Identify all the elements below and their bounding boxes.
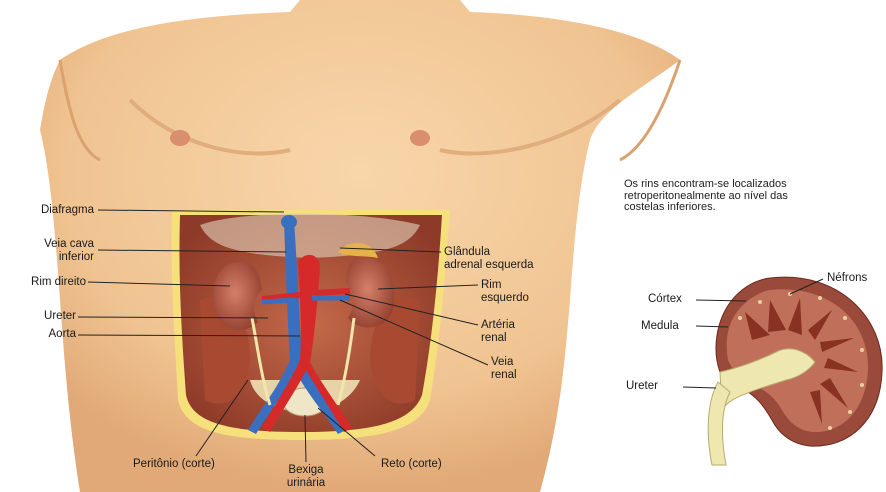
label-peritonio: Peritônio (corte) [133,458,215,471]
label-glandula-line2: adrenal esquerda [444,259,534,272]
right-nipple [410,130,430,146]
label-nefrons: Néfrons [827,272,867,285]
label-arteria-renal: Artéria renal [481,319,515,345]
description-note: Os rins encontram-se localizados retrope… [624,179,874,214]
note-line3: costelas inferiores. [624,202,874,214]
label-cortex: Córtex [648,293,682,306]
label-bexiga-line1: Bexiga [278,464,334,477]
label-aorta: Aorta [18,328,76,341]
label-arteria-line1: Artéria [481,319,515,332]
label-veia-cava: Veia cava inferior [18,238,94,264]
label-ureter: Ureter [18,310,76,323]
note-line1: Os rins encontram-se localizados [624,179,874,191]
label-veia-cava-line2: inferior [18,251,94,264]
right-kidney [213,262,262,330]
label-rim-esquerdo-line2: esquerdo [481,292,529,305]
kidney-cross-section [683,277,882,465]
label-ureter-section: Ureter [626,380,658,393]
label-rim-esquerdo: Rim esquerdo [481,279,529,305]
ureter-tube [708,382,730,465]
label-rim-esquerdo-line1: Rim [481,279,529,292]
label-veia-renal: Veia renal [491,356,517,382]
label-glandula-line1: Glândula [444,246,534,259]
label-diafragma: Diafragma [18,204,94,217]
label-bexiga-line2: urinária [278,477,334,490]
left-nipple [170,130,190,146]
label-glandula-adrenal: Glândula adrenal esquerda [444,246,534,272]
label-bexiga: Bexiga urinária [278,464,334,490]
label-veia-renal-line2: renal [491,369,517,382]
label-medula: Medula [641,320,679,333]
label-veia-cava-line1: Veia cava [18,238,94,251]
label-reto: Reto (corte) [381,458,442,471]
label-veia-renal-line1: Veia [491,356,517,369]
label-rim-direito: Rim direito [8,276,86,289]
label-arteria-line2: renal [481,332,515,345]
